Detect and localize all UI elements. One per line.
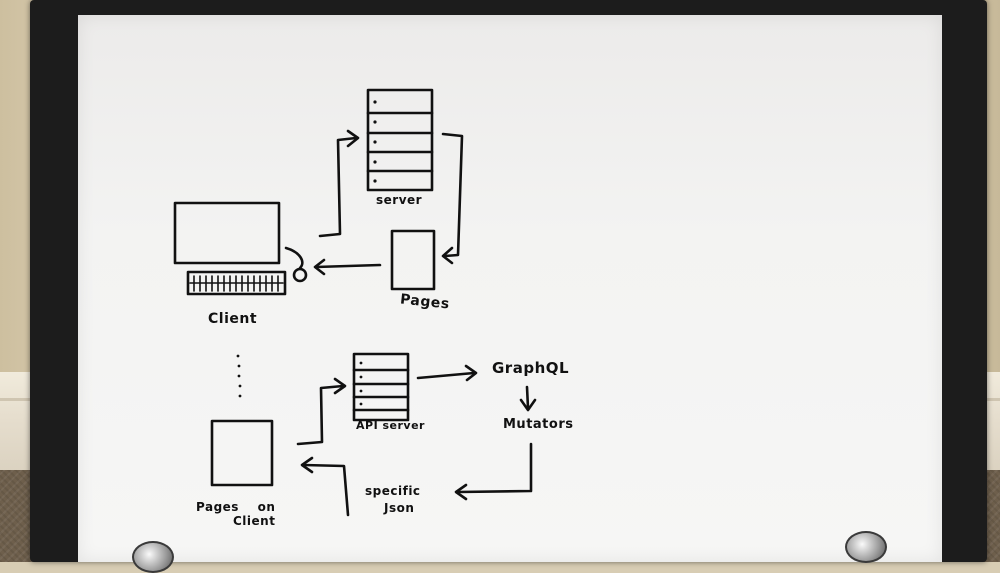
client-label: Client (208, 311, 258, 327)
whiteboard-surface (78, 15, 942, 562)
graphql-label: GraphQL (492, 359, 570, 377)
specific-json-line2: Json (384, 501, 415, 515)
arrow-api-to-graphql (416, 371, 476, 380)
api-server-label: API server (356, 419, 425, 432)
mouse-icon (284, 246, 308, 283)
arrow-json-to-client (302, 463, 350, 517)
arrow-graphql-to-mutators (525, 385, 530, 410)
dotted-connector (236, 354, 242, 398)
arrow-mutators-to-json (456, 442, 533, 494)
arrow-client-to-api (296, 384, 345, 446)
server-label: server (376, 193, 423, 207)
arrow-server-to-pages (441, 132, 464, 258)
arrow-pages-to-client (314, 263, 382, 269)
server-rack-icon (366, 88, 434, 192)
api-server-rack-icon (352, 352, 410, 422)
pages-on-client-line1: Pages on (196, 500, 276, 514)
pages-on-client-document-icon (210, 419, 274, 487)
specific-json-line1: specific (365, 484, 421, 498)
monitor-icon (173, 201, 281, 265)
keyboard-icon (186, 270, 287, 296)
pages-on-client-line2: Client (233, 514, 276, 528)
arrow-client-to-server (318, 136, 358, 238)
pages-document-icon (390, 229, 436, 291)
mutators-label: Mutators (503, 417, 574, 432)
